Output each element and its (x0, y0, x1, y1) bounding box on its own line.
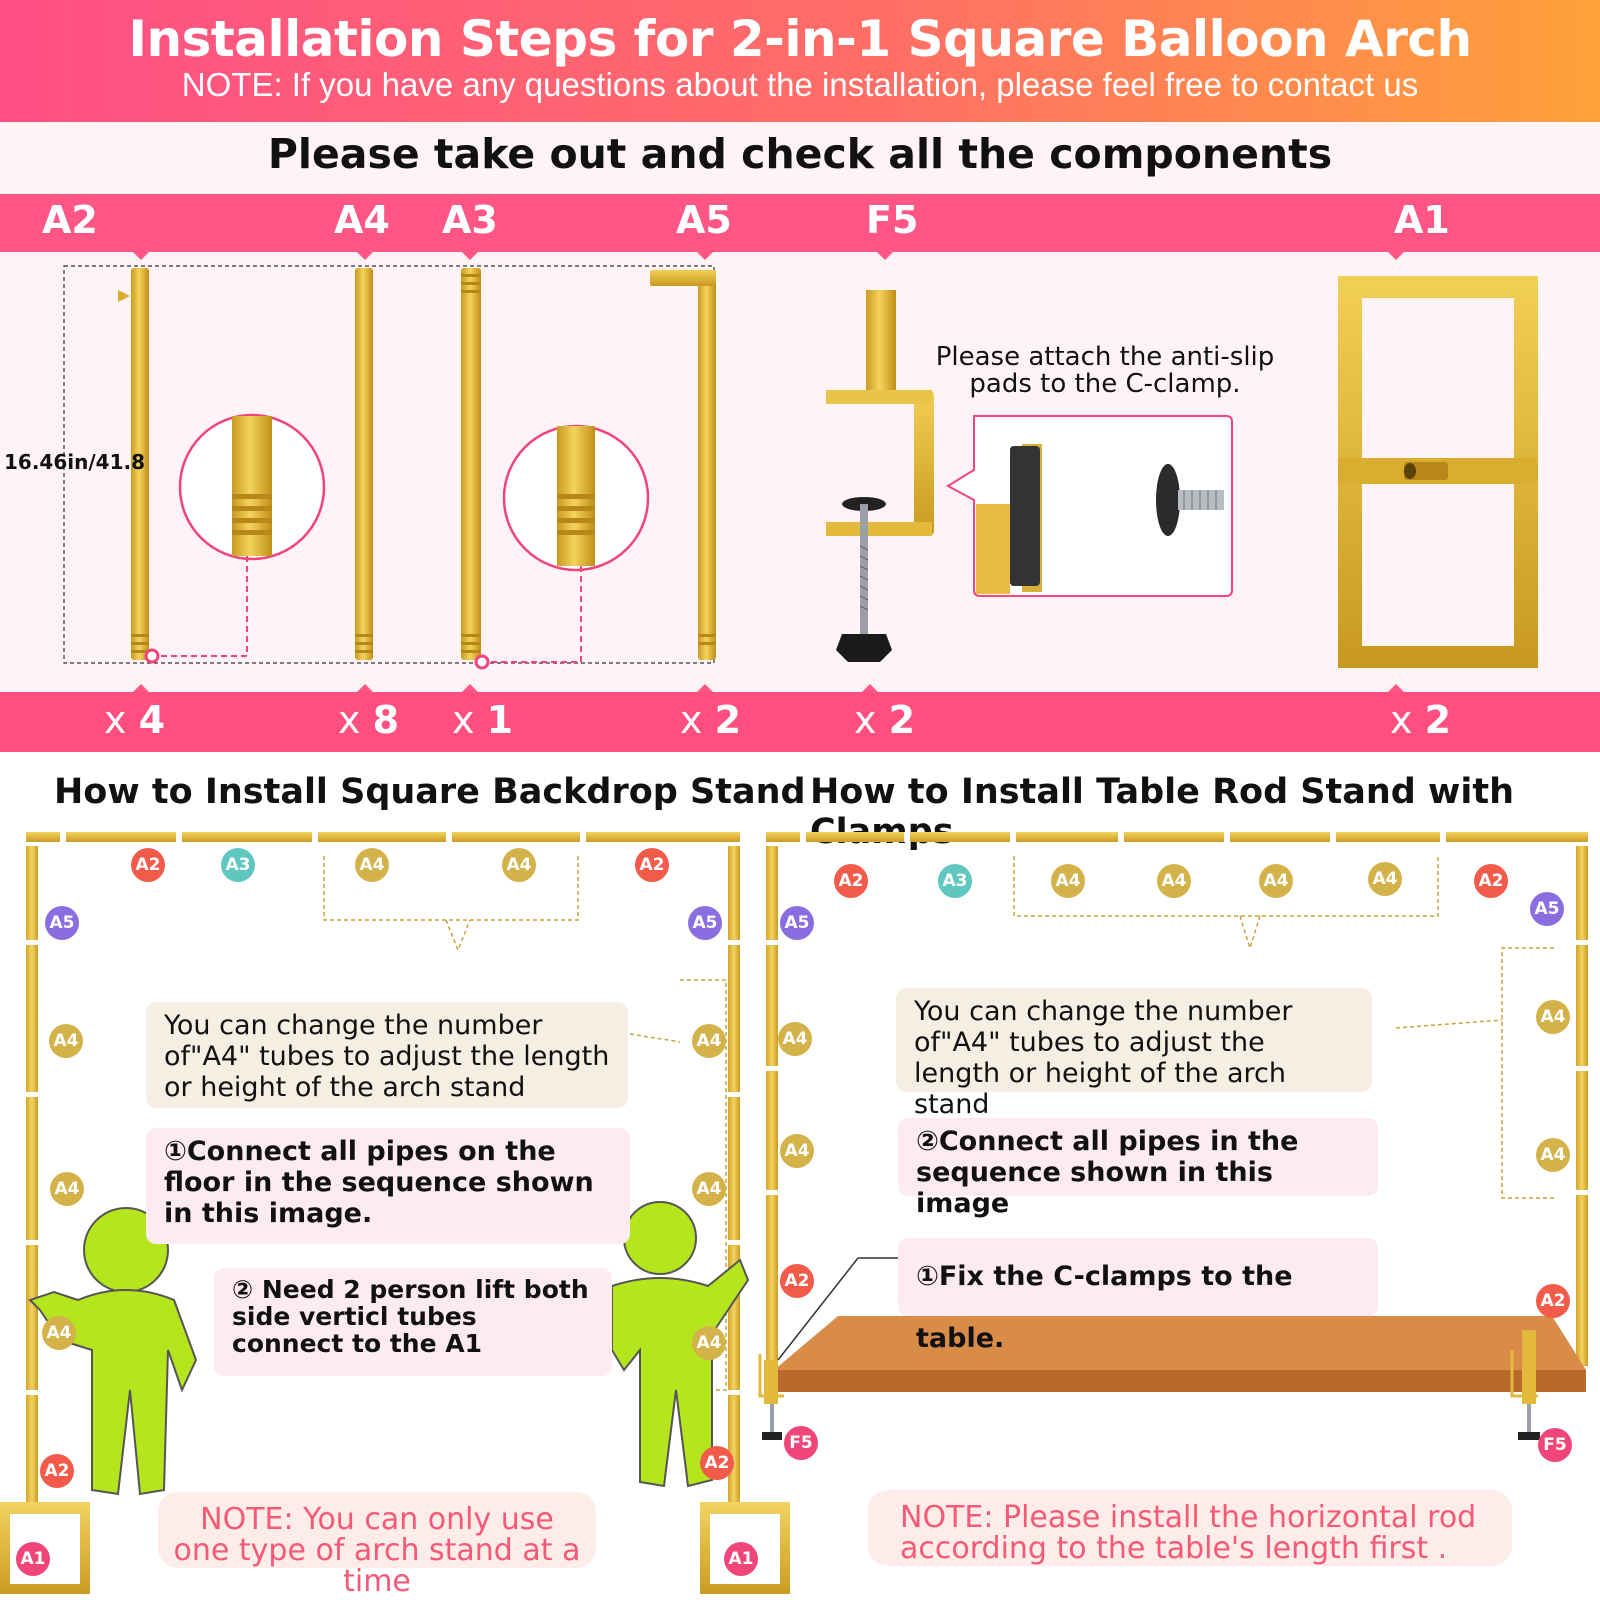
qty-a4: x 8 (338, 698, 400, 742)
right-step1-box: ①Fix the C-clamps to the table. (898, 1238, 1378, 1354)
badge-a4: A4 (1536, 1138, 1570, 1172)
badge-a4: A4 (692, 1024, 726, 1058)
badge-a4: A4 (1259, 864, 1293, 898)
page-title: Installation Steps for 2-in-1 Square Bal… (128, 10, 1472, 68)
badge-a5: A5 (780, 906, 814, 940)
component-code-a3: A3 (442, 198, 498, 242)
a2-tube (118, 268, 149, 660)
qty-a3: x 1 (452, 698, 514, 742)
right-tip-box: You can change the number of"A4" tubes t… (896, 988, 1372, 1120)
badge-a4: A4 (50, 1172, 84, 1206)
badge-a4: A4 (1157, 864, 1191, 898)
badge-a2: A2 (834, 864, 868, 898)
component-code-a4: A4 (334, 198, 390, 242)
right-step2-box: ②Connect all pipes in the sequence shown… (898, 1118, 1378, 1219)
qty-a1: x 2 (1390, 698, 1452, 742)
left-step1-box: ①Connect all pipes on the floor in the s… (146, 1128, 630, 1244)
component-code-band (0, 194, 1600, 252)
left-section-title: How to Install Square Backdrop Stand (54, 772, 806, 812)
qty-a5: x 2 (680, 698, 742, 742)
dimension-label: 16.46in/41.8 (4, 450, 146, 474)
badge-a5: A5 (45, 906, 79, 940)
badge-a4: A4 (780, 1134, 814, 1168)
clamp-note: Please attach the anti-slip pads to the … (935, 342, 1275, 399)
header-note: NOTE: If you have any questions about th… (181, 66, 1419, 103)
components-title: Please take out and check all the compon… (267, 130, 1333, 178)
badge-f5: F5 (1538, 1428, 1572, 1462)
header-banner (0, 0, 1600, 122)
installation-diagram (0, 832, 1588, 1594)
badge-f5: F5 (784, 1426, 818, 1460)
left-step2-box: ② Need 2 person lift both side verticl t… (214, 1268, 612, 1376)
badge-a4: A4 (355, 848, 389, 882)
badge-a2: A2 (1536, 1284, 1570, 1318)
component-code-a1: A1 (1394, 198, 1450, 242)
badge-a2: A2 (40, 1454, 74, 1488)
qty-a2: x 4 (104, 698, 166, 742)
badge-a5: A5 (1530, 892, 1564, 926)
left-note-box: NOTE: You can only use one type of arch … (158, 1492, 596, 1597)
badge-a4: A4 (1051, 864, 1085, 898)
component-code-f5: F5 (866, 198, 919, 242)
right-note-box: NOTE: Please install the horizontal rod … (868, 1490, 1512, 1566)
quantity-band (0, 692, 1600, 752)
badge-a4: A4 (49, 1024, 83, 1058)
qty-f5: x 2 (854, 698, 916, 742)
a1-base (1338, 276, 1538, 668)
badge-a2: A2 (635, 848, 669, 882)
badge-a4: A4 (1368, 862, 1402, 896)
badge-a4: A4 (692, 1172, 726, 1206)
components-illustration (63, 252, 1538, 692)
badge-a3: A3 (221, 848, 255, 882)
component-code-a5: A5 (676, 198, 732, 242)
badge-a4: A4 (778, 1022, 812, 1056)
badge-a2: A2 (780, 1264, 814, 1298)
c-clamp (826, 290, 934, 662)
badge-a3: A3 (938, 864, 972, 898)
badge-a1: A1 (724, 1542, 758, 1576)
left-tip-box: You can change the number of"A4" tubes t… (146, 1002, 628, 1108)
badge-a2: A2 (700, 1446, 734, 1480)
components-title-band (0, 122, 1600, 194)
badge-a4: A4 (1536, 1000, 1570, 1034)
component-code-a2: A2 (42, 198, 98, 242)
badge-a5: A5 (688, 906, 722, 940)
badge-a4: A4 (42, 1316, 76, 1350)
badge-a4: A4 (692, 1326, 726, 1360)
badge-a2: A2 (1474, 864, 1508, 898)
badge-a2: A2 (131, 848, 165, 882)
badge-a1: A1 (16, 1542, 50, 1576)
badge-a4: A4 (502, 848, 536, 882)
